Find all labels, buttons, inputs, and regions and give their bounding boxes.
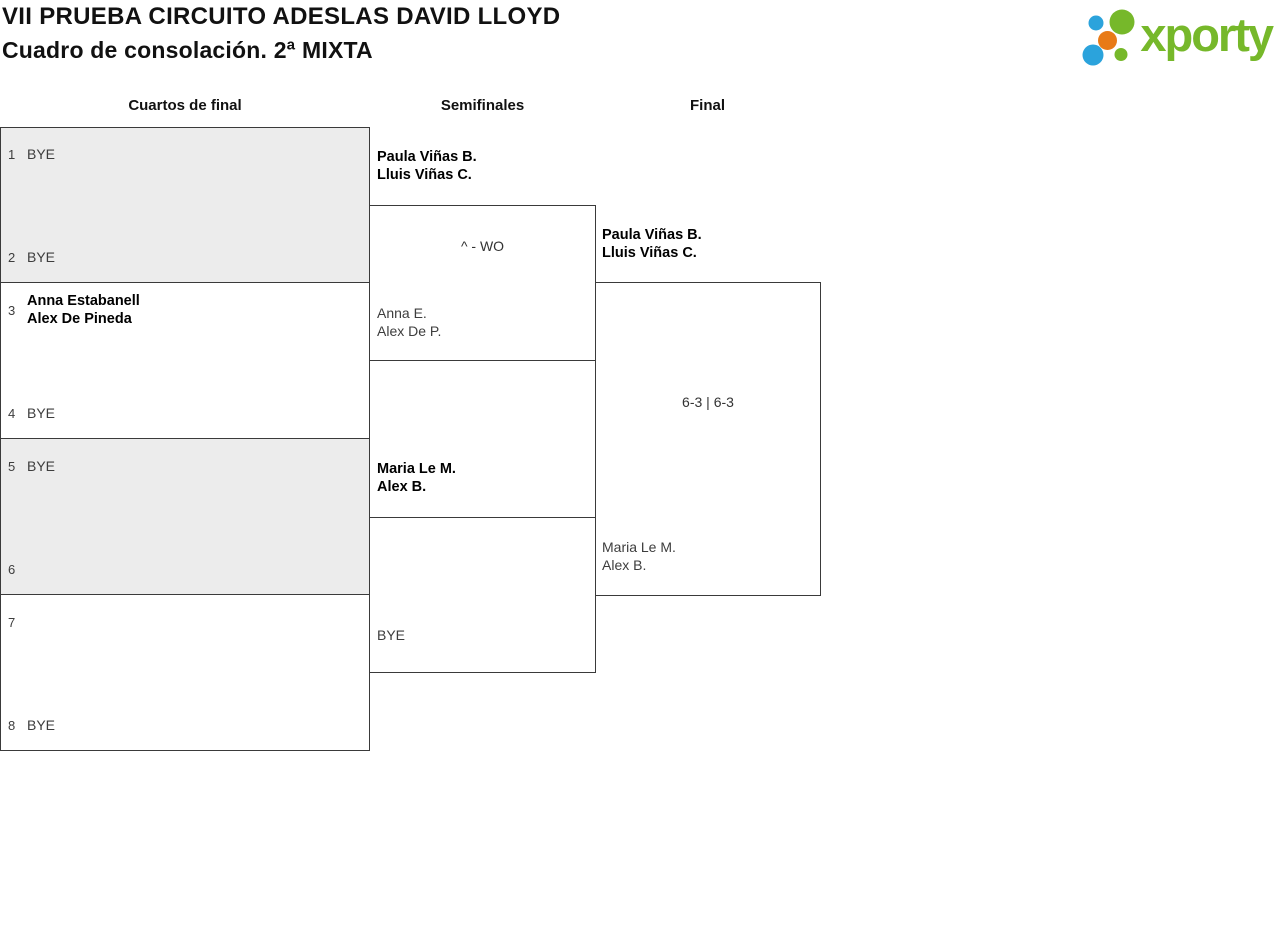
qf-slot-6: 6 — [8, 561, 27, 578]
sf2-team-top-line1: Maria Le M. — [377, 461, 456, 477]
sf1-result: ^ - WO — [460, 238, 505, 254]
sf1-team-top-line2: Lluis Viñas C. — [377, 167, 472, 183]
sf2-team-bottom-line1: BYE — [377, 627, 406, 643]
qf-slot-3: 3 Anna Estabanell Alex De Pineda — [8, 292, 140, 328]
qf-slot-3-seed: 3 — [8, 302, 16, 318]
page-subtitle: Cuadro de consolación. 2ª MIXTA — [2, 37, 373, 63]
qf-slot-5-seed: 5 — [8, 459, 16, 474]
qf-slot-7: 7 — [8, 614, 27, 631]
qf-box-1 — [0, 127, 370, 283]
qf-slot-8-seed: 8 — [8, 718, 16, 733]
qf-slot-4-seed: 4 — [8, 406, 16, 421]
final-team-top-line1: Paula Viñas B. — [602, 227, 702, 243]
qf-slot-3-name-line2: Alex De Pineda — [27, 311, 132, 327]
xporty-logo-wordmark: xporty — [1140, 8, 1274, 61]
round-header-semifinals: Semifinales — [440, 97, 525, 114]
qf-slot-2-seed: 2 — [8, 250, 16, 265]
sf2-team-bottom: BYE — [377, 626, 405, 644]
sf1-team-top-line1: Paula Viñas B. — [377, 149, 477, 165]
qf-slot-6-seed: 6 — [8, 562, 16, 577]
page-title: VII PRUEBA CIRCUITO ADESLAS DAVID LLOYD — [2, 3, 561, 30]
qf-slot-2-name: BYE — [27, 249, 56, 265]
qf-box-4 — [0, 594, 370, 751]
qf-slot-1-name: BYE — [27, 146, 56, 162]
sf2-team-top-line2: Alex B. — [377, 479, 427, 495]
sf1-team-bottom-line1: Anna E. — [377, 305, 427, 321]
final-team-top-line2: Lluis Viñas C. — [602, 245, 697, 261]
final-team-bottom-line2: Alex B. — [602, 557, 647, 573]
final-team-top: Paula Viñas B. Lluis Viñas C. — [602, 226, 702, 262]
qf-slot-5: 5 BYE — [8, 458, 55, 475]
sf1-team-bottom: Anna E. Alex De P. — [377, 304, 441, 340]
final-box — [595, 282, 821, 596]
sf-box-2 — [369, 517, 596, 673]
qf-slot-1: 1 BYE — [8, 146, 55, 163]
sf1-team-top: Paula Viñas B. Lluis Viñas C. — [377, 148, 477, 184]
sf2-team-top: Maria Le M. Alex B. — [377, 460, 456, 496]
xporty-logo-dots-icon — [1074, 2, 1144, 81]
qf-slot-1-seed: 1 — [8, 147, 16, 162]
final-result: 6-3 | 6-3 — [682, 394, 734, 410]
qf-slot-5-name: BYE — [27, 458, 56, 474]
qf-slot-8-name: BYE — [27, 717, 56, 733]
round-header-quarterfinals: Cuartos de final — [128, 97, 242, 114]
qf-slot-4-name: BYE — [27, 405, 56, 421]
final-team-bottom-line1: Maria Le M. — [602, 539, 676, 555]
xporty-logo[interactable]: xporty — [1074, 2, 1274, 81]
round-header-final: Final — [689, 97, 725, 114]
qf-box-3 — [0, 438, 370, 595]
qf-slot-3-name-line1: Anna Estabanell — [27, 293, 140, 309]
qf-slot-2: 2 BYE — [8, 249, 55, 266]
qf-slot-3-name: Anna Estabanell Alex De Pineda — [27, 292, 140, 328]
qf-slot-8: 8 BYE — [8, 717, 55, 734]
qf-slot-4: 4 BYE — [8, 405, 55, 422]
qf-slot-7-seed: 7 — [8, 615, 16, 630]
final-team-bottom: Maria Le M. Alex B. — [602, 538, 676, 574]
sf1-team-bottom-line2: Alex De P. — [377, 323, 442, 339]
